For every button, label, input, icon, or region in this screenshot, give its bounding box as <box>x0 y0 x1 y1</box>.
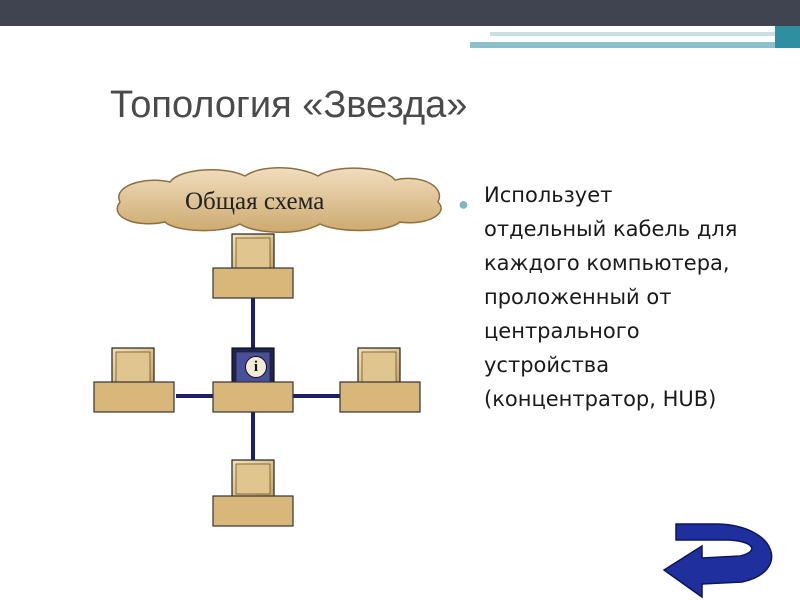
return-arrow-icon[interactable] <box>662 523 773 599</box>
bullet-line: устройства <box>484 353 610 377</box>
header-stripe-light <box>490 32 800 36</box>
bullet-line: (концентратор, HUB) <box>484 387 717 411</box>
cloud-label: Общая схема <box>185 188 325 215</box>
header-stripe-accent <box>470 42 800 48</box>
bullet-dot-icon: ● <box>458 194 469 214</box>
computer-right <box>339 347 421 413</box>
slide-title: Топология «Звезда» <box>110 84 468 126</box>
bullet-text: Использует отдельный кабель для каждого … <box>484 178 784 416</box>
computer-top <box>212 233 294 299</box>
bullet-line: каждого компьютера, <box>484 251 730 275</box>
header-band <box>0 0 800 26</box>
cloud-shape <box>116 167 442 233</box>
bullet-line: Использует <box>484 183 613 207</box>
computer-left <box>93 347 175 413</box>
computer-bottom <box>212 459 294 527</box>
bullet-line: проложенный от <box>484 285 672 309</box>
bullet-line: центрального <box>484 319 640 343</box>
cables <box>176 298 340 460</box>
header-stripe-dark <box>775 26 800 48</box>
hub-info-icon: i <box>245 356 267 378</box>
bullet-line: отдельный кабель для <box>484 217 738 241</box>
